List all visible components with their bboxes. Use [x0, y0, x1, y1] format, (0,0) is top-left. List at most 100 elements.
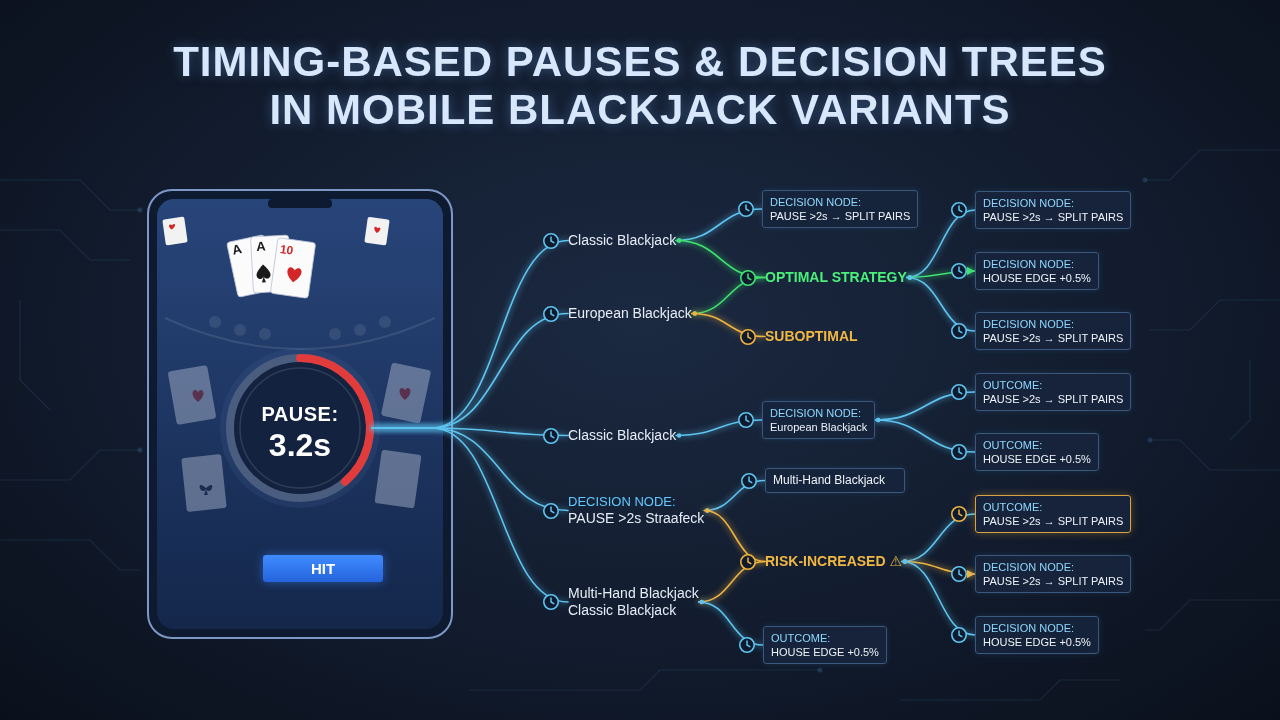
clock-icon	[950, 565, 968, 583]
node-text: HOUSE EDGE +0.5%	[771, 645, 879, 659]
circuit-pad	[138, 448, 143, 453]
clock-hands	[959, 206, 962, 212]
clock-face	[544, 233, 558, 247]
node-text: Multi-Hand Blackjack	[568, 585, 699, 602]
clock-icon	[950, 262, 968, 280]
decision-box: DECISION NODE:European Blackjack	[762, 401, 875, 439]
connector	[692, 278, 765, 314]
clock-face	[544, 503, 558, 517]
table-edge	[165, 318, 435, 349]
decision-box: DECISION NODE:PAUSE >2s → SPLIT PAIRS	[975, 191, 1131, 229]
card-face	[381, 362, 431, 423]
heart-symbol	[400, 388, 411, 400]
decision-box: DECISION NODE:HOUSE EDGE +0.5%	[975, 616, 1099, 654]
clock-hands	[551, 598, 554, 604]
card-index: A	[256, 240, 266, 254]
clock-hands	[959, 570, 962, 576]
hand-cards	[227, 235, 316, 299]
clock-icon	[950, 201, 968, 219]
clock-face	[952, 385, 966, 399]
circuit-trace	[20, 300, 50, 410]
node-text: Classic Blackjack	[568, 427, 676, 444]
clock-face	[739, 413, 753, 427]
decision-box: OUTCOME:PAUSE >2s → SPLIT PAIRS	[975, 373, 1131, 411]
clock-hands	[746, 416, 749, 422]
node-text: PAUSE >2s → SPLIT PAIRS	[983, 514, 1123, 528]
node-text: OUTCOME:	[771, 631, 879, 645]
spade-symbol	[200, 485, 213, 495]
node-text: Classic Blackjack	[568, 232, 676, 249]
clock-face	[741, 554, 755, 568]
variant-node: DECISION NODE:PAUSE >2s Straafeck	[568, 494, 704, 527]
card-face	[364, 217, 389, 246]
junction-dot	[903, 559, 907, 563]
node-text: PAUSE >2s → SPLIT PAIRS	[983, 574, 1123, 588]
junction-dot	[908, 275, 912, 279]
node-text: DECISION NODE:	[983, 621, 1091, 635]
node-text: PAUSE:	[261, 402, 338, 426]
decision-box: DECISION NODE:PAUSE >2s → SPLIT PAIRS	[975, 312, 1131, 350]
clock-hands	[959, 388, 962, 394]
circuit-trace	[1150, 300, 1280, 330]
clock-hands	[747, 641, 750, 647]
strategy-node: RISK-INCREASED ⚠	[765, 553, 902, 570]
chip	[329, 328, 341, 340]
clock-face	[952, 203, 966, 217]
clock-face	[544, 428, 558, 442]
junction-dot	[677, 238, 681, 242]
node-text: DECISION NODE:	[983, 560, 1123, 574]
connector	[372, 428, 568, 436]
node-text: DECISION NODE:	[983, 257, 1091, 271]
circuit-trace	[0, 180, 140, 210]
node-text: RISK-INCREASED ⚠	[765, 553, 902, 570]
corner-card	[364, 217, 389, 246]
junction-dot	[705, 508, 709, 512]
clock-hands	[959, 267, 962, 273]
circuit-traces	[0, 150, 1280, 700]
node-text: Multi-Hand Blackjack	[773, 473, 897, 488]
junction-dot	[693, 311, 697, 315]
connector	[704, 511, 765, 562]
pause-timer: PAUSE:3.2s	[228, 356, 372, 500]
clock-face	[544, 306, 558, 320]
node-text: European Blackjack	[770, 420, 867, 434]
clock-hands	[551, 310, 554, 316]
node-text: PAUSE >2s → SPLIT PAIRS	[983, 210, 1123, 224]
node-text: DECISION NODE:	[770, 195, 910, 209]
node-text: OUTCOME:	[983, 500, 1123, 514]
clock-face	[742, 473, 756, 487]
variant-node: Multi-Hand BlackjackClassic Blackjack	[568, 585, 699, 619]
hit-button: HIT	[263, 555, 383, 582]
clock-hands	[959, 510, 962, 516]
node-text: PAUSE >2s Straafeck	[568, 510, 704, 527]
phone-body	[148, 190, 452, 638]
node-text: PAUSE >2s → SPLIT PAIRS	[983, 331, 1123, 345]
junction-dot	[700, 600, 704, 604]
connector	[902, 562, 975, 636]
heart-symbol	[169, 224, 176, 230]
clock-icon	[950, 322, 968, 340]
clock-hands	[959, 327, 962, 333]
timer-ring	[230, 358, 370, 498]
junction-dot	[677, 238, 681, 242]
connector	[372, 428, 568, 511]
clock-icon	[739, 269, 757, 287]
variant-node: European Blackjack	[568, 305, 692, 322]
chip	[209, 316, 221, 328]
junction-dot	[903, 559, 907, 563]
connector	[372, 314, 568, 429]
clock-face	[739, 202, 753, 216]
clock-hands	[748, 558, 751, 564]
node-text: PAUSE >2s → SPLIT PAIRS	[770, 209, 910, 223]
decision-box: DECISION NODE:PAUSE >2s → SPLIT PAIRS	[762, 190, 918, 228]
clock-face	[544, 595, 558, 609]
circuit-trace	[470, 670, 820, 690]
strategy-node: OPTIMAL STRATEGY	[765, 269, 907, 286]
connector	[372, 241, 568, 429]
clock-icon	[738, 636, 756, 654]
node-text: HOUSE EDGE +0.5%	[983, 271, 1091, 285]
clock-hands	[748, 274, 751, 280]
connector	[372, 428, 568, 602]
clock-face	[741, 329, 755, 343]
